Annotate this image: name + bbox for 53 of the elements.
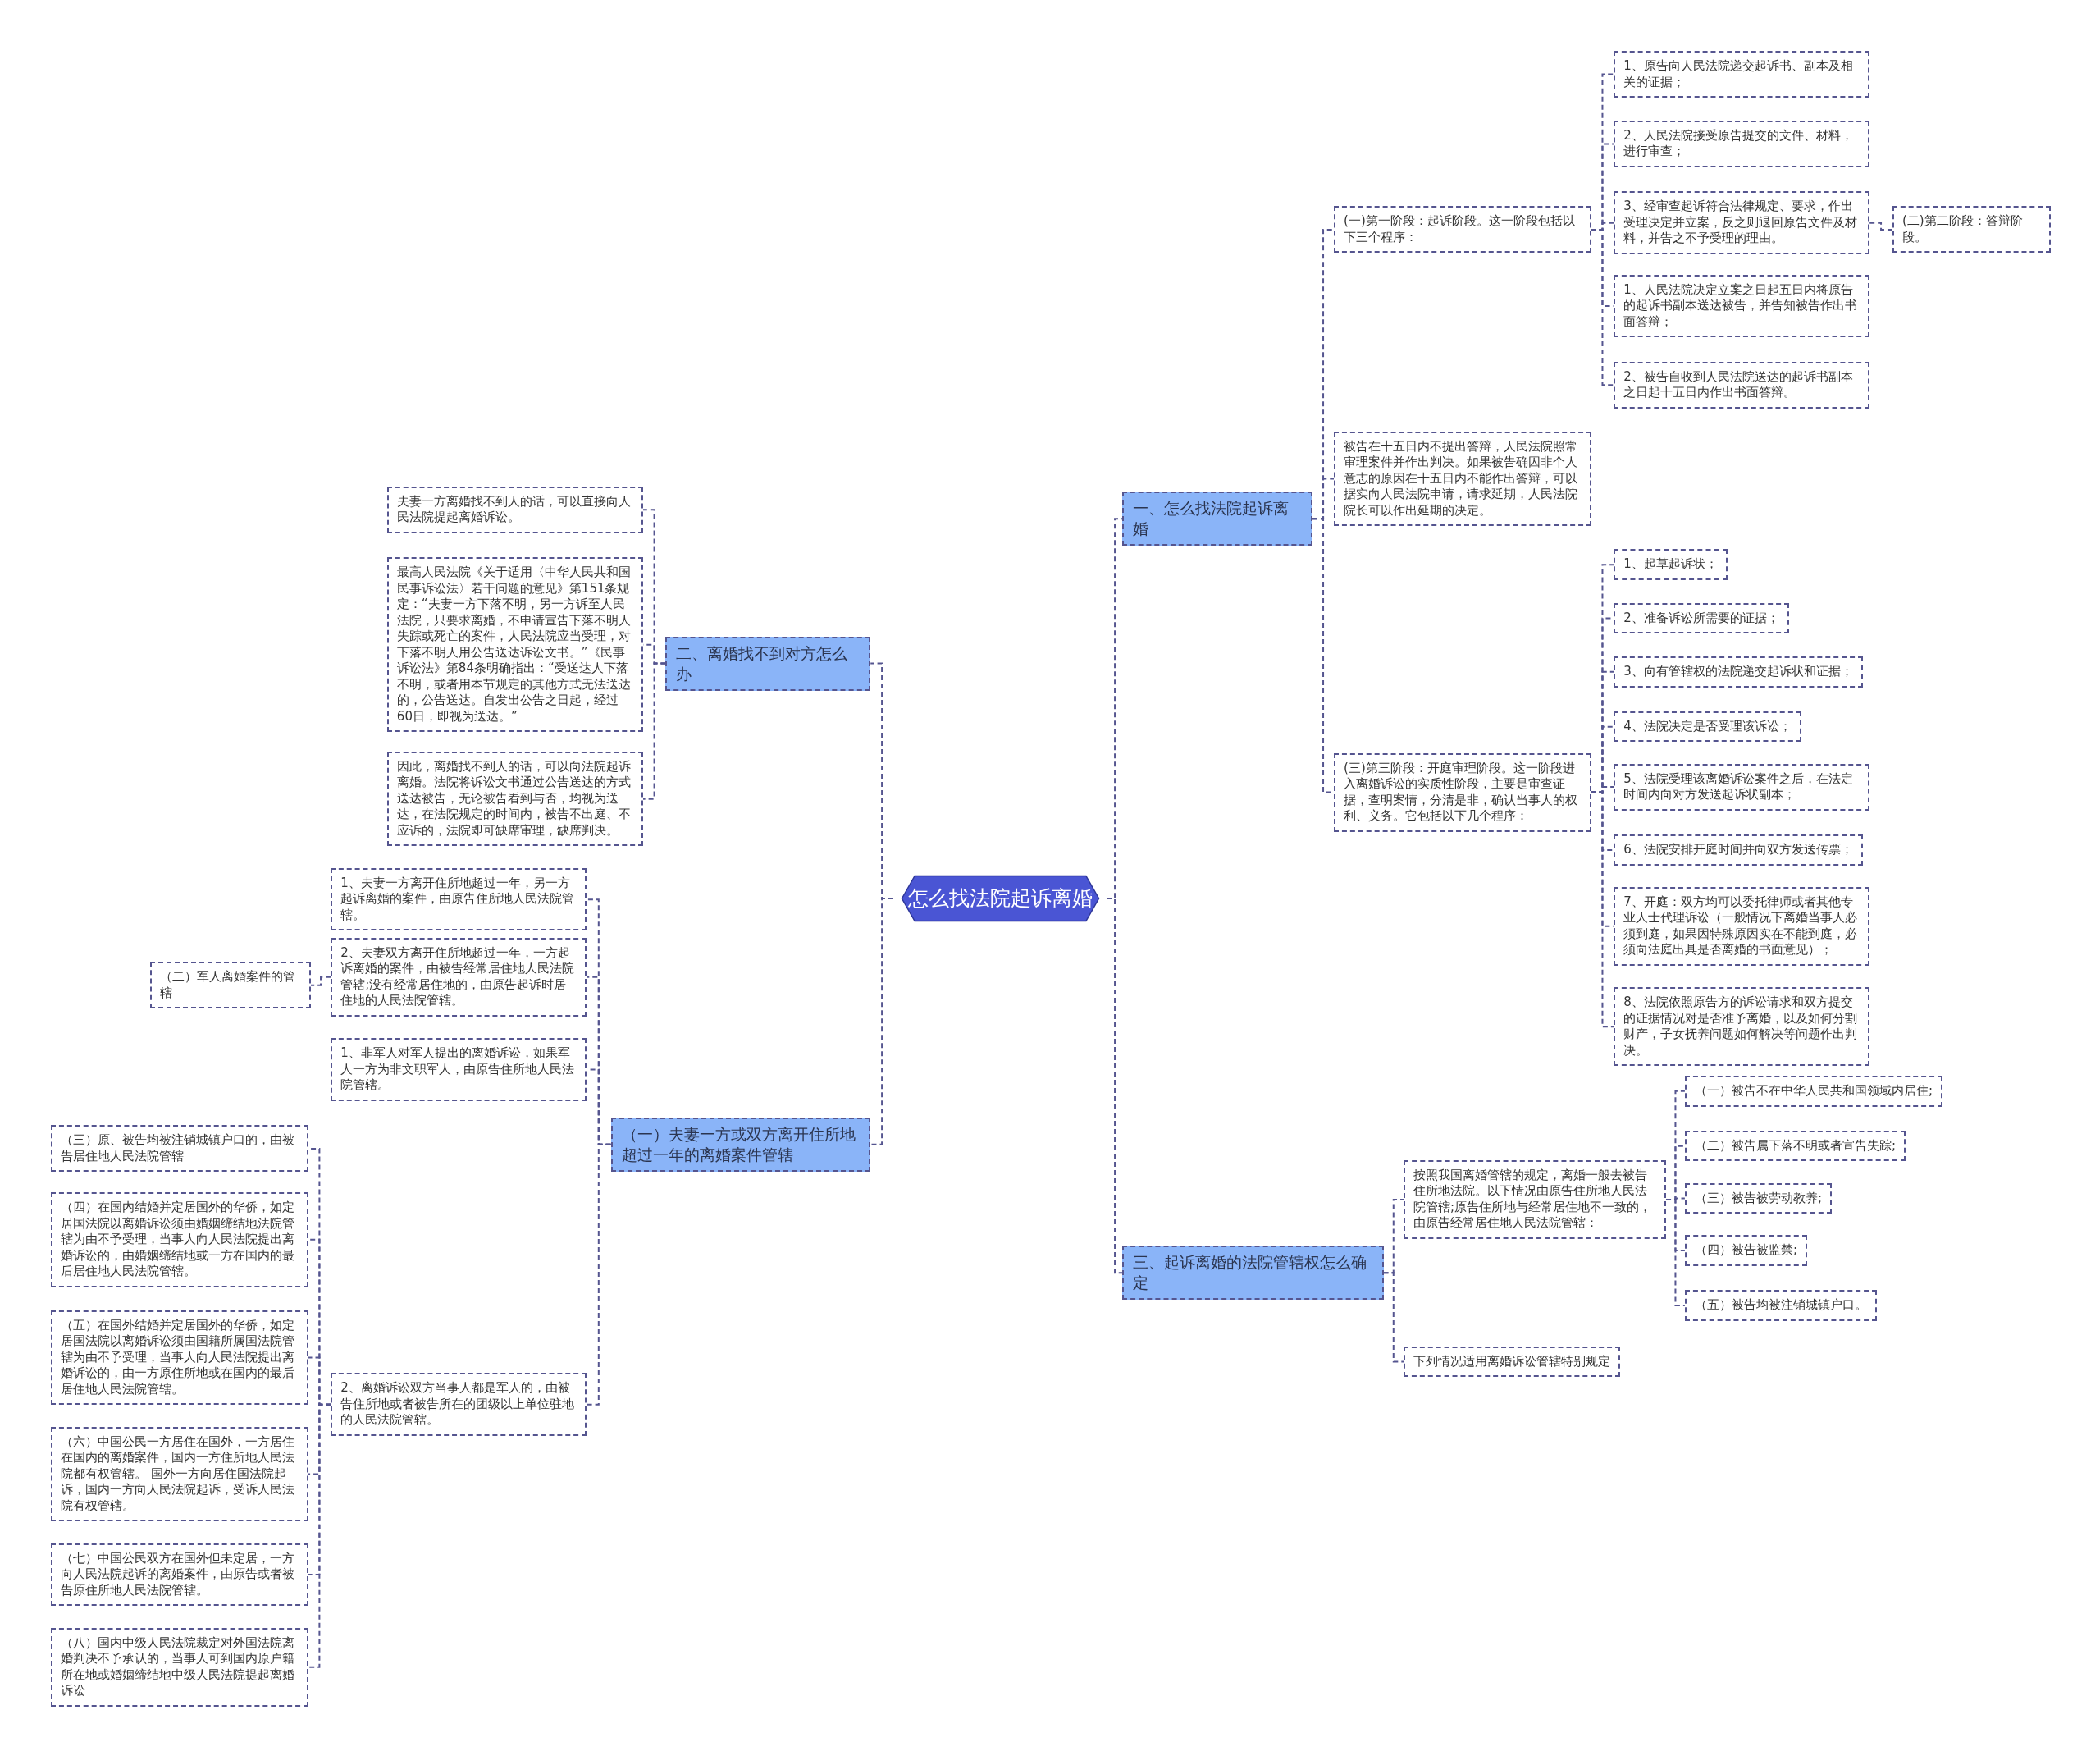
note-box: 被告在十五日内不提出答辩，人民法院照常审理案件并作出判决。如果被告确因非个人意志的原因在十五日内不能作出答辩，可以据实向人民法院申请，请求延期，人民法院院长可以作出延期的决定。 xyxy=(1334,431,1591,527)
note-box: 2、夫妻双方离开住所地超过一年，一方起诉离婚的案件，由被告经常居住地人民法院管辖;没有经常居住地的，由原告起诉时居住地的人民法院管辖。 xyxy=(331,937,587,1017)
note-box: （四）被告被监禁; xyxy=(1684,1235,1807,1266)
connector xyxy=(307,1403,332,1668)
note-box: 1、起草起诉状； xyxy=(1614,549,1728,580)
connector xyxy=(870,898,894,1145)
note-box: 4、法院决定是否受理该诉讼； xyxy=(1614,711,1801,743)
topic-box: （一）夫妻一方或双方离开住所地超过一年的离婚案件管辖 xyxy=(610,1117,871,1172)
note-box: 2、离婚诉讼双方当事人都是军人的，由被告住所地或者被告所在的团级以上单位驻地的人民法院管辖。 xyxy=(331,1373,587,1436)
note-box: 因此，离婚找不到人的话，可以向法院起诉离婚。法院将诉讼文书通过公告送达的方式送达被告，无论被告看到与否，均视为送达，在法院规定的时间内，被告不出庭、不应诉的，法院即可缺席审理，缺席判决。 xyxy=(386,751,643,847)
connector xyxy=(1665,1198,1686,1306)
note-box: （三）原、被告均被注销城镇户口的，由被告居住地人民法院管辖 xyxy=(51,1125,308,1173)
note-box: （二）军人离婚案件的管辖 xyxy=(149,962,311,1009)
note-box: 5、法院受理该离婚诉讼案件之后，在法定时间内向对方发送起诉状副本； xyxy=(1614,763,1870,811)
note-box: （五）被告均被注销城镇户口。 xyxy=(1684,1290,1877,1321)
note-box: 夫妻一方离婚找不到人的话，可以直接向人民法院提起离婚诉讼。 xyxy=(386,486,643,533)
topic-box: 二、离婚找不到对方怎么办 xyxy=(665,636,871,691)
connector xyxy=(1869,222,1893,231)
note-box: 1、原告向人民法院递交起诉书、副本及相关的证据； xyxy=(1614,51,1870,98)
note-box: 1、非军人对军人提出的离婚诉讼，如果军人一方为非文职军人，由原告住所地人民法院管辖。 xyxy=(331,1038,587,1101)
note-box: 最高人民法院《关于适用〈中华人民共和国民事诉讼法〉若干问题的意见》第151条规定：“夫妻一方下落不明，另一方诉至人民法院，只要求离婚，不申请宣告下落不明人失踪或死亡的案件，人民法院应当受理，对下落不明人用公告送达诉讼文书。”《民事诉讼法》第84条明确指出：“受送达人下落不明，或者用本节规定的其他方式无法送达的，公告送达。自发出公告之日起，经过60日，即视为送达。” xyxy=(386,557,643,733)
note-box: 2、被告自收到人民法院送达的起诉书副本之日起十五日内作出书面答辩。 xyxy=(1614,361,1870,409)
topic-box: 一、怎么找法院起诉离婚 xyxy=(1122,492,1312,546)
note-box: 7、开庭：双方均可以委托律师或者其他专业人士代理诉讼（一般情况下离婚当事人必须到庭，如果因特殊原因实在不能到庭，必须向法庭出具是否离婚的书面意见）； xyxy=(1614,886,1870,966)
connector xyxy=(1382,1272,1404,1363)
note-box: （六）中国公民一方居住在国外，一方居住在国内的离婚案件，国内一方住所地人民法院都有权管辖。 国外一方向居住国法院起诉，国内一方向人民法院起诉，受诉人民法院有权管辖。 xyxy=(51,1426,308,1522)
note-box: 2、人民法院接受原告提交的文件、材料，进行审查； xyxy=(1614,120,1870,167)
connector xyxy=(1590,228,1615,386)
connector xyxy=(1590,791,1615,1028)
note-box: 1、夫妻一方离开住所地超过一年，另一方起诉离婚的案件，由原告住所地人民法院管辖。 xyxy=(331,867,587,931)
note-box: （三）被告被劳动教养; xyxy=(1684,1182,1832,1214)
note-box: 3、经审查起诉符合法律规定、要求，作出受理决定并立案，反之则退回原告文件及材料，并告之不予受理的理由。 xyxy=(1614,191,1870,254)
note-box: （四）在国内结婚并定居国外的华侨，如定居国法院以离婚诉讼须由婚姻缔结地法院管辖为由不予受理，当事人向人民法院提出离婚诉讼的，由婚姻缔结地或一方在国内的最后居住地人民法院管辖。 xyxy=(51,1192,308,1287)
note-box: （二）被告属下落不明或者宣告失踪; xyxy=(1684,1130,1906,1162)
note-box: （八）国内中级人民法院裁定对外国法院离婚判决不予承认的，当事人可到国内原户籍所在地或婚姻缔结地中级人民法院提起离婚诉讼 xyxy=(51,1627,308,1707)
note-box: 下列情况适用离婚诉讼管辖特别规定 xyxy=(1404,1346,1620,1378)
topic-box: 三、起诉离婚的法院管辖权怎么确定 xyxy=(1122,1246,1384,1301)
note-box: 3、向有管辖权的法院递交起诉状和证据； xyxy=(1614,656,1863,688)
connector xyxy=(309,976,332,986)
note-box: (一)第一阶段：起诉阶段。这一阶段包括以下三个程序： xyxy=(1334,206,1591,254)
note-box: 2、准备诉讼所需要的证据； xyxy=(1614,602,1789,634)
note-box: 6、法院安排开庭时间并向双方发送传票； xyxy=(1614,834,1863,866)
note-box: (三)第三阶段：开庭审理阶段。这一阶段进入离婚诉讼的实质性阶段，主要是审查证据，查明案情，分清是非，确认当事人的权利、义务。它包括以下几个程序： xyxy=(1334,752,1591,832)
connector xyxy=(586,1143,612,1406)
note-box: （一）被告不在中华人民共和国领域内居住; xyxy=(1684,1076,1942,1107)
note-box: （五）在国外结婚并定居国外的华侨，如定居国法院以离婚诉讼须由国籍所属国法院管辖为由不予受理，当事人向人民法院提出离婚诉讼的，由一方原住所地或在国内的最后居住地人民法院管辖。 xyxy=(51,1310,308,1406)
note-box: 按照我国离婚管辖的规定，离婚一般去被告住所地法院。以下情况由原告住所地人民法院管辖;原告住所地与经常居住地不一致的，由原告经常居住地人民法院管辖： xyxy=(1404,1159,1666,1239)
connector xyxy=(1106,898,1124,1274)
note-box: (二)第二阶段：答辩阶段。 xyxy=(1892,206,2051,254)
note-box: 1、人民法院决定立案之日起五日内将原告的起诉书副本送达被告，并告知被告作出书面答辩； xyxy=(1614,274,1870,338)
note-box: 8、法院依照原告方的诉讼请求和双方提交的证据情况对是否准予离婚，以及如何分割财产，子女抚养问题如何解决等问题作出判决。 xyxy=(1614,987,1870,1067)
note-box: （七）中国公民双方在国外但未定居，一方向人民法院起诉的离婚案件，由原告或者被告原住所地人民法院管辖。 xyxy=(51,1543,308,1607)
connector xyxy=(641,662,667,800)
